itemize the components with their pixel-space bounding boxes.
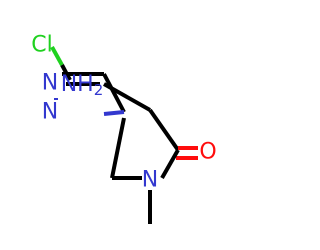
bond-c-namide: [160, 149, 180, 179]
bond-ring-right: [102, 73, 126, 113]
amide-nitrogen-label: N: [142, 168, 158, 193]
amine-symbol: NH: [61, 72, 94, 97]
atom-labels: Cl N N NH2 O N: [31, 33, 216, 193]
amine-subscript: 2: [94, 81, 104, 99]
bonds: [50, 46, 198, 224]
nitrogen-label-upper: N: [42, 71, 58, 96]
bond-ch2-ring: [110, 117, 126, 179]
bond-ch2-a: [103, 82, 151, 112]
oxygen-label: O: [199, 140, 216, 165]
chlorine-label: Cl: [31, 33, 52, 58]
chemical-structure: Cl N N NH2 O N: [31, 33, 217, 224]
amine-label: NH2: [61, 72, 104, 100]
bond-ring-n: [103, 110, 125, 116]
bond-cl-c: [50, 46, 64, 66]
bond-ch2-b: [148, 108, 180, 152]
nitrogen-label-lower: N: [42, 100, 58, 125]
